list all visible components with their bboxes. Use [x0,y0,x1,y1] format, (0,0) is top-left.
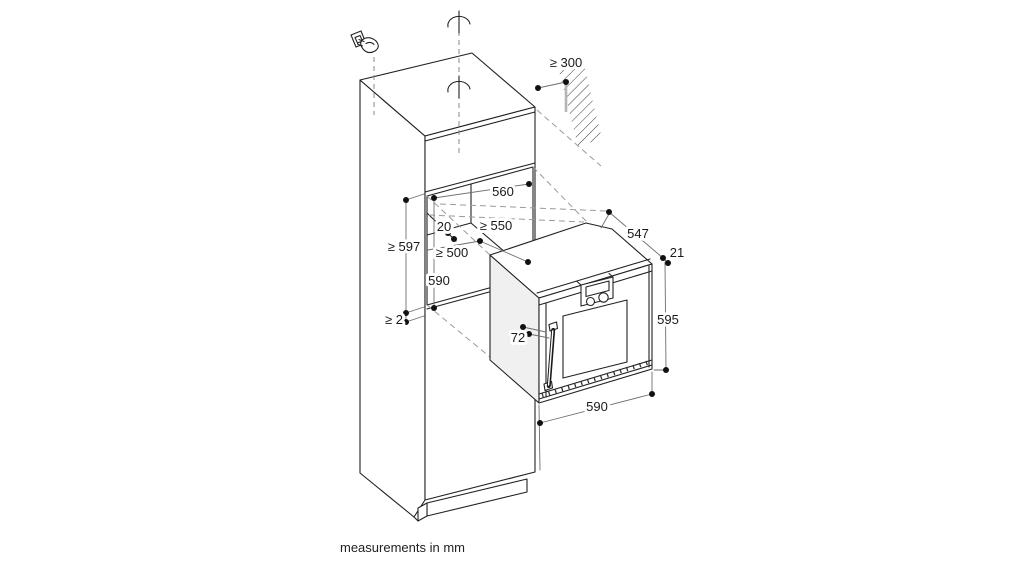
dimension-dots [403,79,671,426]
dim-label-oven-width: 590 [586,399,608,414]
wall-hatch [559,65,602,146]
oven-door-handle [543,321,559,392]
dim-label-oven-height: 595 [657,312,679,327]
break-symbol-top [447,10,471,34]
dim-label-min-wall-clearance: ≥ 300 [550,55,582,70]
dim-label-min-front-height: ≥ 597 [388,239,420,254]
dimension-labels: ≥ 300 560 20 ≥ 550 ≥ 500 ≥ 597 590 ≥ 2 547 21 595 7… [382,52,687,417]
dim-label-frame-thickness: 20 [437,219,451,234]
dim-label-min-bottom-gap: ≥ 2 [385,312,403,327]
oven-door-window [562,299,628,379]
dim-label-niche-width: 560 [492,184,514,199]
oven-knob-right [598,292,609,303]
dimension-lines [403,79,671,471]
center-axis-line [447,10,471,155]
dim-label-min-base-depth: ≥ 500 [436,245,468,260]
caption-measurements: measurements in mm [340,540,465,555]
dim-label-min-niche-depth: ≥ 550 [480,218,512,233]
cabinet-left-face [359,79,426,518]
oven-vent-ticks [538,359,653,400]
dim-label-niche-height: 590 [428,273,450,288]
dim-label-fascia-overhang: 21 [670,245,684,260]
projection-lines [426,109,608,358]
niche-interior-lines [426,183,534,277]
oven [489,222,653,404]
break-symbol-mid [447,75,471,99]
oven-top-face [489,222,653,299]
oven-display [585,280,610,298]
oven-knob-left [585,296,596,307]
dim-label-handle-distance: 72 [511,330,525,345]
dim-label-oven-depth: 547 [627,226,649,241]
power-plug-icon [350,30,379,115]
oven-control-panel [576,272,614,307]
